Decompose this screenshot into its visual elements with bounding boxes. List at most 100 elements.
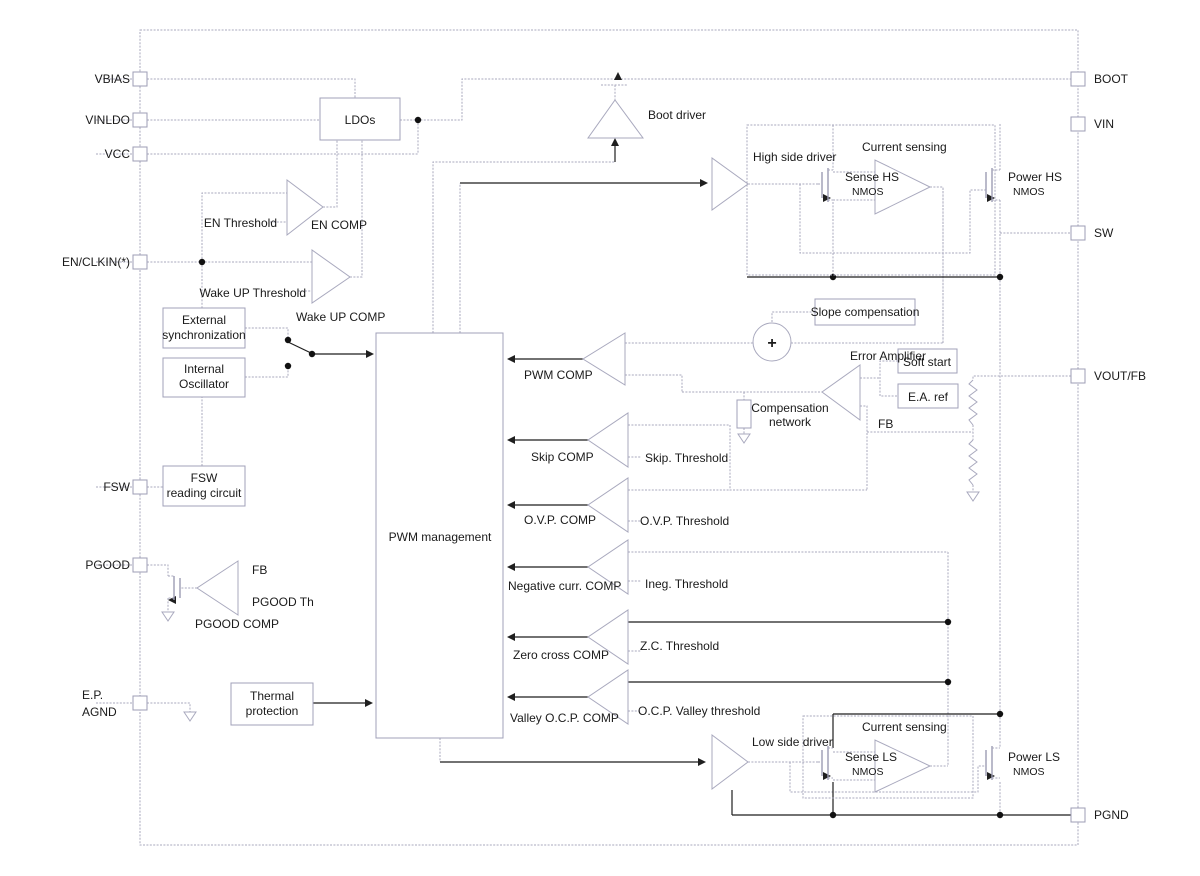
pin-pads: [132, 71, 1086, 823]
signal-wires: [96, 78, 1071, 815]
ovp-comp-label: O.V.P. COMP: [524, 513, 596, 527]
soft-start-block: [897, 348, 958, 374]
ovp-threshold-label: O.V.P. Threshold: [640, 514, 729, 528]
high-side-driver-label: High side driver: [753, 150, 836, 164]
feedback-resistor-divider: [968, 379, 978, 486]
power-hs-nmos-symbol: [985, 168, 1000, 202]
ea-ref-label: E.A. ref: [908, 390, 949, 404]
pin-label-vcc: VCC: [105, 147, 131, 161]
comp-network-label-1: Compensation: [751, 401, 828, 415]
sense-hs-nmos-symbol: [818, 168, 833, 202]
int-osc-label-2: Oscillator: [179, 377, 229, 391]
ext-sync-label-1: External: [182, 313, 226, 327]
pgood-th-label: PGOOD Th: [252, 595, 314, 609]
pin-label-vbias: VBIAS: [95, 72, 130, 86]
power-ls-label-2: NMOS: [1013, 766, 1045, 778]
ic-boundary: [139, 29, 1079, 846]
pgood-comparator: [196, 560, 239, 616]
pgood-mosfet: [167, 575, 181, 612]
valley-ocp-comparator: [587, 669, 629, 725]
pin-label-fsw: FSW: [103, 480, 130, 494]
error-amplifier-label: Error Amplifier: [850, 349, 926, 363]
en-comp-label: EN COMP: [311, 218, 367, 232]
pin-label-sw: SW: [1094, 226, 1114, 240]
ea-fb-label: FB: [878, 417, 893, 431]
pin-label-vout-fb: VOUT/FB: [1094, 369, 1146, 383]
pin-label-pgnd: PGND: [1094, 808, 1129, 822]
zero-cross-comparator: [587, 609, 629, 665]
sense-ls-nmos-symbol: [818, 746, 833, 780]
sense-hs-label-2: NMOS: [852, 186, 884, 198]
ext-sync-label-2: synchronization: [162, 328, 245, 342]
hs-current-sensing-label: Current sensing: [862, 140, 947, 154]
ineg-threshold-label: Ineg. Threshold: [645, 577, 728, 591]
pin-label-en-clkin: EN/CLKIN(*): [62, 255, 130, 269]
sense-ls-label-1: Sense LS: [845, 750, 897, 764]
high-side-driver-buffer: [711, 157, 749, 211]
int-osc-label-1: Internal: [184, 362, 224, 376]
slope-compensation-label: Slope compensation: [811, 305, 920, 319]
pin-label-agnd: AGND: [82, 705, 117, 719]
negative-current-comparator: [587, 539, 629, 595]
pwm-comp-label: PWM COMP: [524, 368, 593, 382]
high-side-block-outline: [746, 124, 996, 276]
skip-threshold-label: Skip. Threshold: [645, 451, 728, 465]
comp-network-label-2: network: [769, 415, 812, 429]
ldos-block: [319, 97, 401, 141]
ea-ref-block: [897, 383, 959, 409]
wakeup-threshold-label: Wake UP Threshold: [200, 286, 307, 300]
low-side-block-outline: [802, 715, 974, 799]
zc-threshold-label: Z.C. Threshold: [640, 639, 719, 653]
skip-comp-label: Skip COMP: [531, 450, 594, 464]
zero-cross-comp-label: Zero cross COMP: [513, 648, 609, 662]
summing-node: [752, 322, 792, 362]
power-ls-nmos-symbol: [985, 746, 1000, 780]
compensation-network-impedance: [736, 399, 752, 429]
en-threshold-label: EN Threshold: [204, 216, 277, 230]
ocp-valley-threshold-label: O.C.P. Valley threshold: [638, 704, 760, 718]
sense-ls-label-2: NMOS: [852, 766, 884, 778]
pwm-management-block: [375, 332, 504, 739]
power-ls-label-1: Power LS: [1008, 750, 1060, 764]
skip-comparator: [587, 412, 629, 468]
ls-current-sense-amp: [874, 739, 932, 793]
power-hs-label-1: Power HS: [1008, 170, 1062, 184]
pin-label-boot: BOOT: [1094, 72, 1129, 86]
boot-driver-label: Boot driver: [648, 108, 706, 122]
pgood-comp-label: PGOOD COMP: [195, 617, 279, 631]
pin-label-pgood: PGOOD: [85, 558, 130, 572]
summer-plus-sign: +: [767, 335, 776, 352]
thermal-label-1: Thermal: [250, 689, 294, 703]
fsw-block-label-2: reading circuit: [167, 486, 242, 500]
error-amplifier-triangle: [821, 364, 861, 421]
thermal-protection-block: [230, 682, 314, 726]
hs-current-sense-amp: [874, 159, 932, 215]
external-sync-block: [162, 307, 246, 349]
soft-start-label: Soft start: [903, 355, 952, 369]
ovp-comparator: [587, 477, 629, 533]
power-hs-label-2: NMOS: [1013, 186, 1045, 198]
pwm-management-label: PWM management: [389, 530, 492, 544]
internal-oscillator-block: [162, 357, 246, 398]
neg-curr-comp-label: Negative curr. COMP: [508, 579, 621, 593]
active-signal-wires: [287, 144, 1071, 816]
junction-dots: [198, 116, 1004, 819]
sense-hs-label-1: Sense HS: [845, 170, 899, 184]
ground-symbols: [161, 433, 980, 722]
ls-current-sensing-label: Current sensing: [862, 720, 947, 734]
boot-driver-buffer: [587, 99, 644, 139]
valley-ocp-comp-label: Valley O.C.P. COMP: [510, 711, 619, 725]
wakeup-comp-label: Wake UP COMP: [296, 310, 385, 324]
en-comparator: [286, 179, 324, 237]
pin-label-ep: E.P.: [82, 688, 103, 702]
thermal-label-2: protection: [246, 704, 299, 718]
fsw-reading-block: [162, 465, 246, 507]
pwm-comparator: [582, 332, 626, 386]
ldos-label: LDOs: [345, 113, 376, 127]
fsw-block-label-1: FSW: [191, 471, 218, 485]
pin-label-vinldo: VINLDO: [85, 113, 130, 127]
slope-compensation-block: [814, 298, 916, 326]
pin-label-vin: VIN: [1094, 117, 1114, 131]
